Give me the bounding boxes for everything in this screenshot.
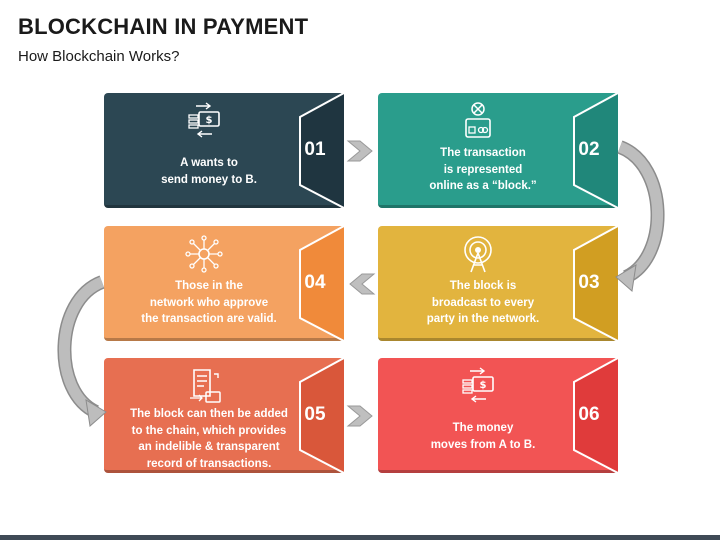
step-card-02: The transaction is represented online as… — [378, 93, 618, 208]
curved-arrow-left-icon — [57, 275, 107, 427]
step-text-04: Those in the network who approve the tra… — [141, 280, 277, 325]
step-card-06: $ The money moves from A to B. 06 — [378, 358, 618, 473]
step-text-06: The money moves from A to B. — [430, 422, 536, 451]
step-number-02: 02 — [578, 139, 600, 160]
step-number-05: 05 — [304, 404, 326, 425]
step-text-05: The block can then be added to the chain… — [130, 408, 288, 470]
step-card-05: The block can then be added to the chain… — [104, 358, 344, 473]
step-text-03: The block is broadcast to every party in… — [426, 280, 540, 325]
svg-text:$: $ — [206, 115, 213, 126]
step-card-03: The block is broadcast to every party in… — [378, 226, 618, 341]
step-card-01: $ A wants to send money to B. 01 — [104, 93, 344, 208]
step-text-02: The transaction is represented online as… — [429, 147, 537, 192]
money-transfer-icon: $ — [188, 102, 220, 138]
step-card-04: Those in the network who approve the tra… — [104, 226, 344, 341]
chevron-right-icon — [346, 140, 373, 162]
money-transfer-icon: $ — [462, 367, 494, 403]
step-number-04: 04 — [304, 272, 326, 293]
document-chain-icon — [190, 369, 221, 403]
credit-card-icon — [465, 102, 491, 138]
chevron-right-icon — [346, 405, 373, 427]
step-text-01: A wants to send money to B. — [161, 157, 257, 186]
svg-text:$: $ — [480, 380, 487, 391]
page-title: BLOCKCHAIN IN PAYMENT — [18, 14, 309, 39]
step-number-01: 01 — [304, 139, 326, 160]
network-nodes-icon — [185, 235, 223, 273]
page-subtitle: How Blockchain Works? — [18, 48, 180, 65]
step-number-06: 06 — [578, 404, 600, 425]
step-number-03: 03 — [578, 272, 600, 293]
chevron-left-icon — [349, 273, 376, 295]
broadcast-tower-icon — [464, 236, 492, 273]
footer-bar — [0, 535, 720, 540]
curved-arrow-right-icon — [615, 140, 665, 292]
